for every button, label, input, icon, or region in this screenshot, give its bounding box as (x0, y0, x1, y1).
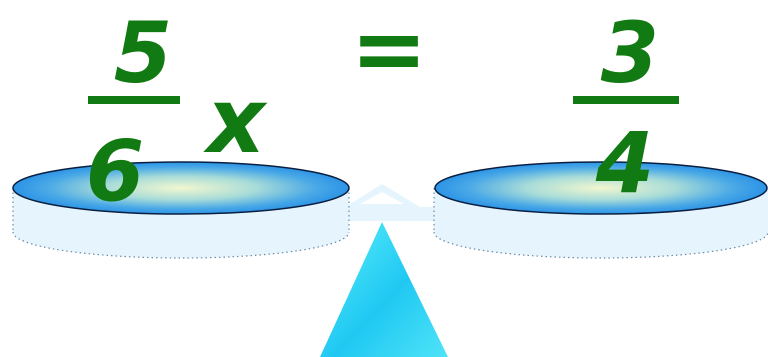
left-fraction-bar (88, 96, 180, 104)
left-fraction: 5 6 (86, 4, 180, 220)
right-pan (433, 161, 768, 259)
right-fraction-bar (573, 96, 679, 104)
right-denominator: 4 (595, 114, 654, 212)
right-numerator: 3 (601, 4, 659, 102)
fulcrum-triangle (320, 222, 448, 357)
balance-beam (345, 184, 437, 221)
left-numerator: 5 (114, 4, 172, 102)
left-pan (12, 161, 350, 259)
left-denominator: 6 (86, 122, 144, 220)
equals-sign: = (350, 0, 427, 102)
variable-x: x (203, 69, 268, 174)
right-fraction: 3 4 (573, 4, 679, 212)
